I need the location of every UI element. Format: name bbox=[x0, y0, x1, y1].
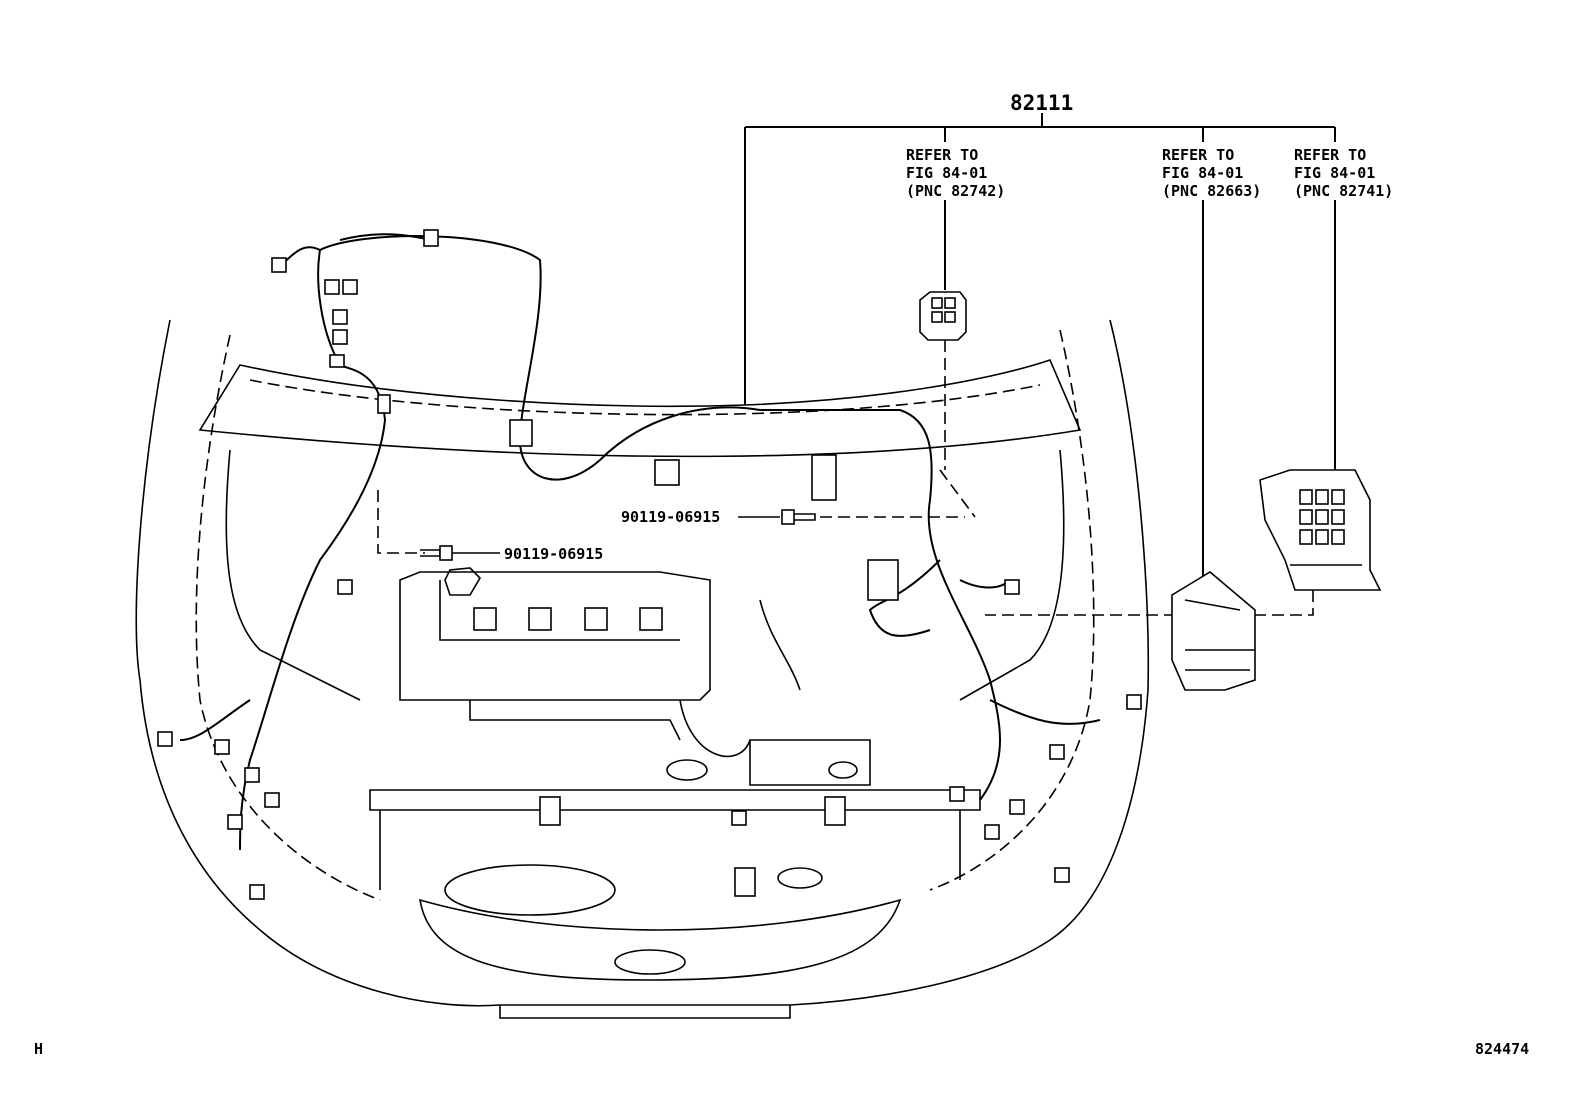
svg-text:REFER TO: REFER TO bbox=[1162, 146, 1234, 164]
svg-text:FIG 84-01: FIG 84-01 bbox=[1294, 164, 1375, 182]
corner-label: H bbox=[34, 1040, 43, 1058]
svg-text:(PNC 82741): (PNC 82741) bbox=[1294, 182, 1393, 200]
svg-text:REFER TO: REFER TO bbox=[906, 146, 978, 164]
bolt-lower[interactable]: 90119-06915 bbox=[420, 545, 603, 563]
relay-block-82741[interactable] bbox=[1259, 469, 1382, 591]
engine bbox=[399, 567, 871, 786]
svg-text:90119-06915: 90119-06915 bbox=[504, 545, 603, 563]
harness-connectors bbox=[157, 229, 1142, 900]
svg-text:REFER TO: REFER TO bbox=[1294, 146, 1366, 164]
illustration-number: 824474 bbox=[1475, 1040, 1529, 1058]
svg-text:(PNC 82742): (PNC 82742) bbox=[906, 182, 1005, 200]
reference-label-82742[interactable]: REFER TO FIG 84-01 (PNC 82742) bbox=[906, 146, 1005, 200]
fuse-box-82663[interactable] bbox=[1171, 571, 1256, 691]
bolt-upper[interactable]: 90119-06915 bbox=[621, 508, 816, 526]
svg-text:90119-06915: 90119-06915 bbox=[621, 508, 720, 526]
svg-text:(PNC 82663): (PNC 82663) bbox=[1162, 182, 1261, 200]
reference-label-82663[interactable]: REFER TO FIG 84-01 (PNC 82663) bbox=[1162, 146, 1261, 200]
reference-label-82741[interactable]: REFER TO FIG 84-01 (PNC 82741) bbox=[1294, 146, 1393, 200]
vehicle-body-outline bbox=[135, 319, 1150, 1019]
connector-82742[interactable] bbox=[919, 291, 967, 341]
main-part-number[interactable]: 82111 bbox=[1010, 91, 1073, 115]
svg-text:FIG 84-01: FIG 84-01 bbox=[906, 164, 987, 182]
svg-text:FIG 84-01: FIG 84-01 bbox=[1162, 164, 1243, 182]
